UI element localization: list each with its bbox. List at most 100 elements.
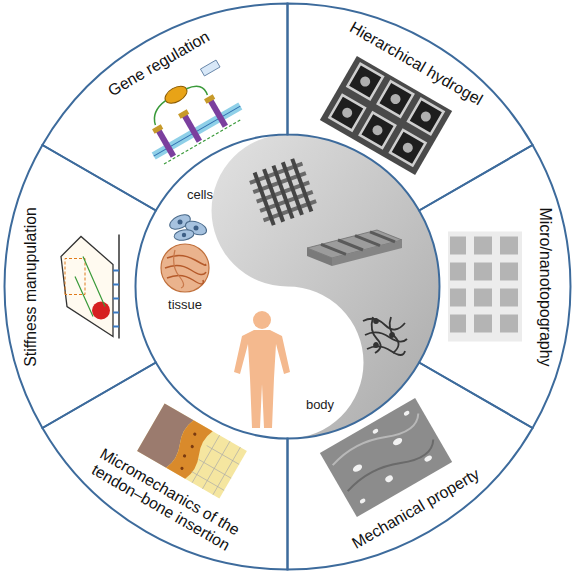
polymer-network-part xyxy=(390,317,399,353)
micro-pattern-photo-part xyxy=(474,237,492,255)
hydrogel-sem-part xyxy=(329,95,365,131)
cells-icon xyxy=(167,212,208,242)
tendon-bone-figure-part xyxy=(137,403,247,498)
gene-regulation-figure-part xyxy=(162,83,190,107)
grooved-plate-part xyxy=(321,244,346,254)
stiffness-cell-figure-part xyxy=(118,235,120,339)
gene-regulation-figure-part xyxy=(122,56,254,175)
tendon-bone-figure-part xyxy=(199,459,231,478)
gene-regulation-figure-part xyxy=(182,114,202,143)
micro-pattern-photo-part xyxy=(474,263,492,281)
grooved-plate-part xyxy=(370,232,395,242)
sector-label-holder: Stiffness manupulation xyxy=(21,207,39,367)
hydrogel-sem-part xyxy=(371,123,385,137)
hydrogel-sem-part xyxy=(389,92,403,106)
micro-pattern-photo-part xyxy=(450,263,466,281)
yin-yang xyxy=(136,135,440,439)
micro-pattern-photo-part xyxy=(450,237,466,255)
grooved-plate xyxy=(307,230,402,266)
sector-outline xyxy=(288,4,533,211)
woven-scaffold xyxy=(247,156,319,228)
grooved-plate-part xyxy=(307,248,332,266)
gene-regulation-figure-part xyxy=(186,81,207,103)
hydrogel-sem-part xyxy=(390,130,426,166)
hydrogel-sem-part xyxy=(340,106,354,120)
mechanical-sem-part xyxy=(345,437,437,497)
sector-label: Mechanical property xyxy=(349,465,483,553)
mechanical-sem xyxy=(320,398,452,517)
stiffness-cell-figure-part xyxy=(113,271,119,327)
sector-label-holder: Micro/nanotopography xyxy=(535,207,553,366)
polymer-network-part xyxy=(374,319,378,323)
sector-label-holder: Micromechanics of the tendon–bone insert… xyxy=(81,441,248,558)
tissue-icon xyxy=(161,244,209,292)
human-body-part xyxy=(253,311,271,329)
polymer-network-part xyxy=(363,319,405,330)
tendon-bone-figure-part xyxy=(213,447,241,495)
tendon-bone-figure-part xyxy=(182,454,186,458)
hydrogel-sem-part xyxy=(408,99,444,135)
micro-pattern-photo-part xyxy=(500,263,518,281)
gene-regulation-figure xyxy=(122,56,254,175)
sector-label: Gene regulation xyxy=(105,27,213,100)
micro-pattern-photo-part xyxy=(474,289,492,307)
micro-pattern-photo xyxy=(448,232,522,342)
polymer-network-part xyxy=(367,346,405,355)
grooved-plate-part xyxy=(338,240,363,250)
icon-label: tissue xyxy=(168,298,202,312)
tendon-bone-figure-part xyxy=(207,446,239,465)
sector-label-holder: Mechanical property xyxy=(349,465,483,553)
hydrogel-sem-part xyxy=(419,110,433,124)
hydrogel-sem-part xyxy=(347,64,383,100)
gene-regulation-figure-part xyxy=(152,124,163,133)
gene-regulation-figure-part xyxy=(178,109,189,118)
stiffness-cell-figure xyxy=(52,232,126,342)
icon-label: cells xyxy=(187,188,213,202)
woven-scaffold-part xyxy=(272,165,295,219)
polymer-network-part xyxy=(374,343,378,347)
yin-yang-part xyxy=(136,135,440,439)
hydrogel-sem-part xyxy=(358,75,372,89)
human-body xyxy=(234,311,290,428)
woven-scaffold-part xyxy=(253,172,276,226)
sector-label: Micromechanics of the tendon–bone insert… xyxy=(81,441,248,558)
gene-regulation-figure-part xyxy=(204,94,215,103)
sector-label: Hierarchical hydrogel xyxy=(346,18,485,109)
hydrogel-sem-part xyxy=(320,56,452,175)
cells-icon-part xyxy=(178,220,183,225)
tendon-bone-figure-part xyxy=(190,444,194,448)
cells-icon-part xyxy=(173,228,194,241)
cells-icon-part xyxy=(194,226,199,231)
cells-icon-part xyxy=(182,233,186,237)
icon-label-holder: cells xyxy=(187,188,213,202)
hydrogel-sem xyxy=(320,56,452,175)
micro-pattern-photo-part xyxy=(450,315,466,333)
gene-regulation-figure-part xyxy=(152,103,243,160)
gene-regulation-figure-part xyxy=(147,101,173,125)
icon-label: body xyxy=(306,398,334,412)
polymer-network-part xyxy=(372,317,381,353)
sector-outline xyxy=(419,145,570,428)
icon-label-holder: tissue xyxy=(168,298,202,312)
woven-scaffold-part xyxy=(262,168,285,222)
micro-pattern-photo-part xyxy=(500,289,518,307)
grooved-plate-part xyxy=(355,236,380,246)
stiffness-cell-figure-part xyxy=(52,232,126,342)
sector-outline xyxy=(42,363,287,570)
mechanical-sem-part xyxy=(403,410,410,416)
hydrogel-sem-part xyxy=(401,141,415,155)
mechanical-sem-part xyxy=(384,474,394,483)
tendon-bone-figure-part xyxy=(192,435,220,483)
icon-label-holder: body xyxy=(306,398,334,412)
hydrogel-sem-part xyxy=(378,81,414,117)
human-body-part xyxy=(234,330,290,428)
